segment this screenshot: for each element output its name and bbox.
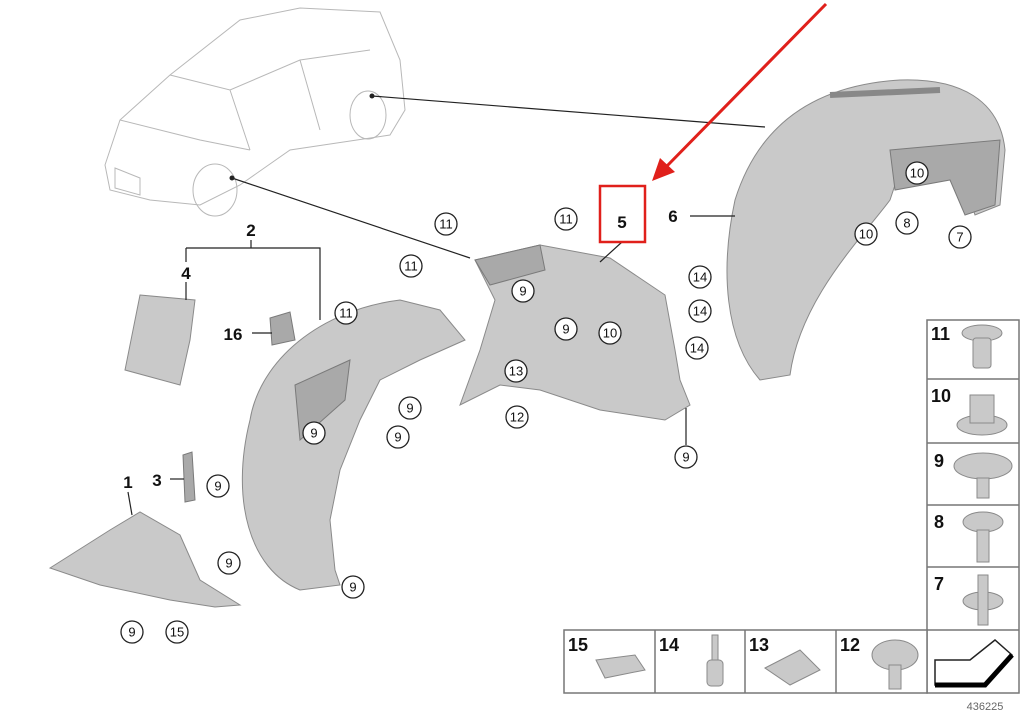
callout: 12	[505, 405, 529, 429]
callout: 14	[688, 265, 712, 289]
callout: 11	[334, 301, 358, 325]
legend-label-14: 14	[659, 635, 679, 655]
legend-label-9: 9	[934, 451, 944, 471]
callout: 10	[598, 321, 622, 345]
part-4-plate	[124, 294, 196, 386]
part-label-3: 3	[152, 471, 161, 490]
callout: 14	[688, 299, 712, 323]
front-wheel-arch-liner	[241, 299, 466, 591]
legend-label-11: 11	[931, 324, 950, 344]
callout: 14	[685, 336, 709, 360]
part-label-16: 16	[224, 325, 243, 344]
callout: 9	[386, 425, 410, 449]
leader-line	[231, 177, 471, 259]
callout: 9	[674, 445, 698, 469]
part-label-2: 2	[246, 221, 255, 240]
part-1-lower-cover	[48, 511, 242, 608]
part-label-1: 1	[123, 473, 132, 492]
callout: 11	[554, 207, 578, 231]
callout: 15	[165, 620, 189, 644]
svg-text:9: 9	[214, 479, 221, 494]
callout: 8	[895, 211, 919, 235]
svg-text:7: 7	[956, 230, 963, 245]
svg-text:9: 9	[682, 450, 689, 465]
legend-label-13: 13	[749, 635, 769, 655]
svg-text:11: 11	[339, 306, 353, 321]
svg-text:11: 11	[404, 259, 418, 274]
callout: 9	[120, 620, 144, 644]
svg-text:9: 9	[519, 284, 526, 299]
svg-text:12: 12	[510, 410, 524, 425]
callout: 9	[206, 474, 230, 498]
svg-text:10: 10	[603, 326, 617, 341]
car-outline	[104, 7, 406, 217]
svg-text:9: 9	[310, 426, 317, 441]
callout: 13	[504, 359, 528, 383]
svg-text:9: 9	[406, 401, 413, 416]
orientation-arrow-icon	[934, 639, 1014, 688]
callout: 10	[905, 161, 929, 185]
callout: 9	[511, 279, 535, 303]
svg-text:9: 9	[562, 322, 569, 337]
callout: 9	[217, 551, 241, 575]
legend-label-12: 12	[840, 635, 860, 655]
callout: 9	[554, 317, 578, 341]
callout: 7	[948, 225, 972, 249]
callout: 9	[302, 421, 326, 445]
part-label-4: 4	[181, 264, 191, 283]
callout: 11	[399, 254, 423, 278]
diagram-code: 436225	[967, 701, 1004, 713]
callout: 9	[341, 575, 365, 599]
svg-text:10: 10	[859, 227, 873, 242]
svg-text:11: 11	[559, 212, 573, 227]
legend-label-7: 7	[934, 574, 944, 594]
svg-text:9: 9	[225, 556, 232, 571]
legend-label-10: 10	[931, 386, 951, 406]
callout: 9	[398, 396, 422, 420]
svg-text:14: 14	[690, 341, 704, 356]
legend-label-15: 15	[568, 635, 588, 655]
part-3-strip	[182, 451, 196, 503]
callout: 10	[854, 222, 878, 246]
svg-text:14: 14	[693, 270, 707, 285]
svg-text:15: 15	[170, 625, 184, 640]
svg-text:10: 10	[910, 166, 924, 181]
svg-text:13: 13	[509, 364, 523, 379]
highlight-box	[598, 184, 647, 244]
svg-text:8: 8	[903, 216, 910, 231]
svg-text:9: 9	[394, 430, 401, 445]
part-label-5: 5	[617, 213, 626, 232]
svg-text:9: 9	[128, 625, 135, 640]
svg-text:9: 9	[349, 580, 356, 595]
fastener-legend: 11 10 9 8 7 15 14 13 12	[563, 319, 1020, 694]
part-16-bracket	[269, 311, 296, 346]
legend-label-8: 8	[934, 512, 944, 532]
part-label-6: 6	[668, 207, 677, 226]
red-arrow	[652, 2, 828, 181]
callout: 11	[434, 212, 458, 236]
leader-line	[371, 95, 766, 128]
svg-text:14: 14	[693, 304, 707, 319]
svg-text:11: 11	[439, 217, 453, 232]
